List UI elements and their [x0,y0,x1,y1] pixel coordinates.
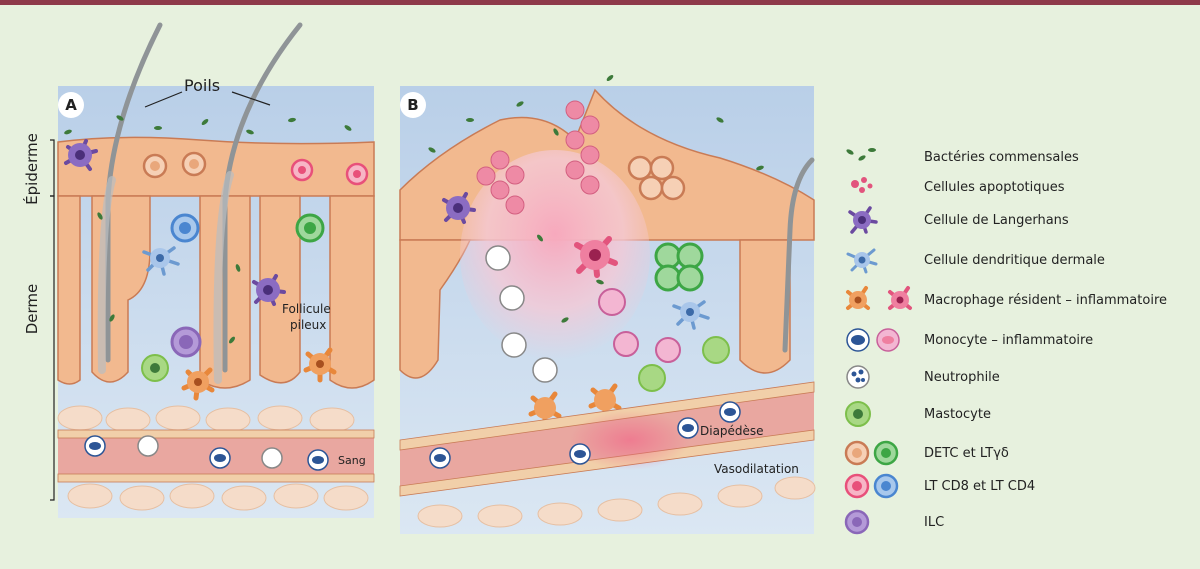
follicle-label-2: pileux [290,318,327,332]
diapedesis-label: Diapédèse [700,424,764,438]
panel-b-label: B [400,92,426,118]
panel-a-blood-cells [84,435,329,471]
panel-a-macrophage-2 [303,347,337,383]
legend-item-apoptotic: Cellules apoptotiques [924,180,1065,195]
panel-b-blood-cells [429,401,741,469]
panel-a-langerhans-2 [252,274,286,306]
dermal-dendritic-cell-icon [846,248,878,274]
panel-b-ltgd-cluster [654,242,704,292]
legend-item-bacteria: Bactéries commensales [924,150,1079,165]
legend-item-lt: LT CD8 et LT CD4 [924,479,1036,494]
panel-b-mast-cell [638,364,666,392]
panel-b-inflammatory-monocyte [598,288,626,316]
vasodilatation-label: Vasodilatation [714,462,799,476]
panel-b-bacteria [428,75,764,323]
ilc-icon [844,509,870,535]
panel-a-subdermal-cells [57,405,369,511]
mast-cell-icon [845,401,871,427]
legend-item-dendritic: Cellule dendritique dermale [924,253,1105,268]
panel-a-detc-cells [142,151,207,179]
monocyte-icon [846,328,900,352]
legend-icons [844,148,912,535]
vasodilatation-zone [570,410,690,470]
legend-item-ilc: ILC [924,515,945,530]
panel-b-detc-cluster [627,155,686,201]
panel-b-inflammatory-macrophage [574,236,618,278]
macrophage-icon [846,286,912,310]
panel-b [399,75,816,534]
panel-b-follicle [739,239,791,374]
detc-ltgd-icon [844,440,899,466]
legend-item-monocyte: Monocyte – inflammatoire [924,333,1094,348]
panel-a-label: A [58,92,84,118]
bacteria-icon [846,148,876,161]
neutrophil-icon [846,365,870,389]
lt-cd8-cd4-icon [844,473,899,499]
panel-a-cd8-cells [290,158,369,186]
panel-a [57,22,375,518]
legend-item-langerhans: Cellule de Langerhans [924,213,1069,228]
panel-b-dendritic [672,300,710,330]
panel-a-macrophage [181,367,215,401]
epidermis-label: Épiderme [23,133,41,205]
legend-item-mast-cell: Mastocyte [924,407,991,422]
panel-b-langerhans [442,192,476,224]
hairs-label: Poils [184,76,221,95]
apoptotic-cells-icon [851,177,873,193]
apoptotic-keratinocytes [476,100,600,215]
panel-a-langerhans [64,139,98,171]
blood-label: Sang [338,454,366,467]
dermis-label: Derme [23,283,41,335]
legend-item-detc: DETC et LTγδ [924,446,1009,461]
follicle-label-1: Follicule [282,302,331,316]
layer-brackets [50,139,55,501]
legend-item-neutrophil: Neutrophile [924,370,1000,385]
panel-b-macrophages [528,383,622,427]
panel-a-epidermis [57,136,375,197]
legend-item-macrophage: Macrophage résident – inflammatoire [924,293,1167,308]
top-accent-bar [0,0,1200,5]
panel-a-bacteria [64,115,352,344]
langerhans-cell-icon [848,206,878,234]
panel-a-dendritic [142,246,180,276]
